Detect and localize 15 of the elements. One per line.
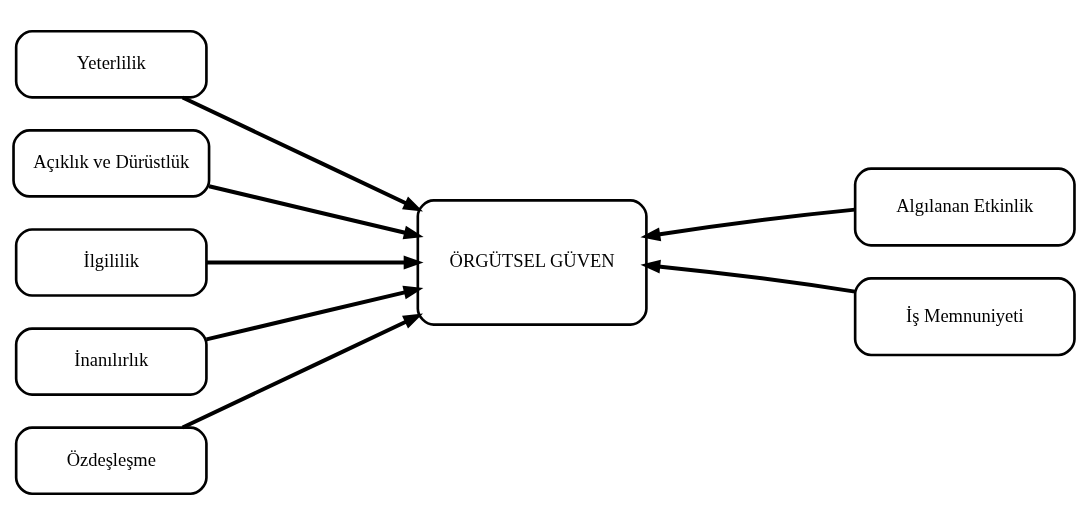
arrow (181, 95, 423, 211)
node-box: Açıklık ve Dürüstlük (12, 128, 211, 198)
arrow (208, 183, 424, 239)
node-box: İlgililik (14, 227, 208, 297)
arrow (181, 313, 423, 429)
node-box: İş Memnuniyeti (853, 276, 1076, 356)
node-box: ÖRGÜTSEL GÜVEN (416, 198, 648, 326)
node-box: Algılanan Etkinlik (853, 166, 1076, 247)
node-box: İnanılırlık (14, 326, 208, 396)
arrow (640, 259, 856, 294)
node-box: Yeterlilik (14, 29, 208, 99)
arrow (206, 285, 424, 341)
arrow (206, 255, 424, 269)
node-box: Özdeşleşme (14, 425, 208, 495)
arrow (640, 207, 856, 241)
